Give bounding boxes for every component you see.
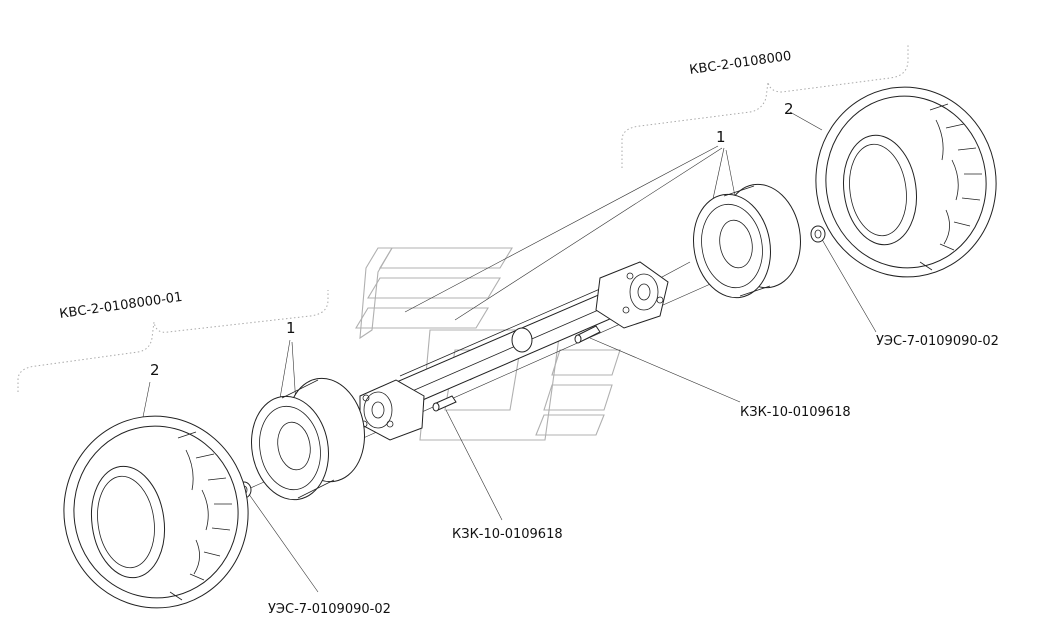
right-rim xyxy=(693,183,801,299)
left-tire xyxy=(63,415,249,609)
callout-rim-right: 1 xyxy=(716,128,726,146)
label-assembly-right: КВС-2-0108000 xyxy=(688,49,792,78)
callout-tire-left: 2 xyxy=(150,361,160,379)
callout-tire-right: 2 xyxy=(784,100,794,118)
right-stud xyxy=(574,325,601,344)
label-stud-right: КЗК-10-0109618 xyxy=(740,405,851,420)
right-hub xyxy=(595,261,669,329)
brace-right xyxy=(621,44,909,168)
brace-left xyxy=(17,290,329,392)
label-nut-right: УЭС-7-0109090-02 xyxy=(876,334,999,349)
callout-rim-left: 1 xyxy=(286,319,296,337)
left-stud xyxy=(432,395,457,412)
label-nut-left: УЭС-7-0109090-02 xyxy=(268,602,391,617)
left-rim xyxy=(251,377,365,501)
label-assembly-left: КВС-2-0108000-01 xyxy=(58,290,183,322)
right-nut xyxy=(810,225,826,243)
label-stud-left: КЗК-10-0109618 xyxy=(452,527,563,542)
right-tire xyxy=(815,86,997,278)
